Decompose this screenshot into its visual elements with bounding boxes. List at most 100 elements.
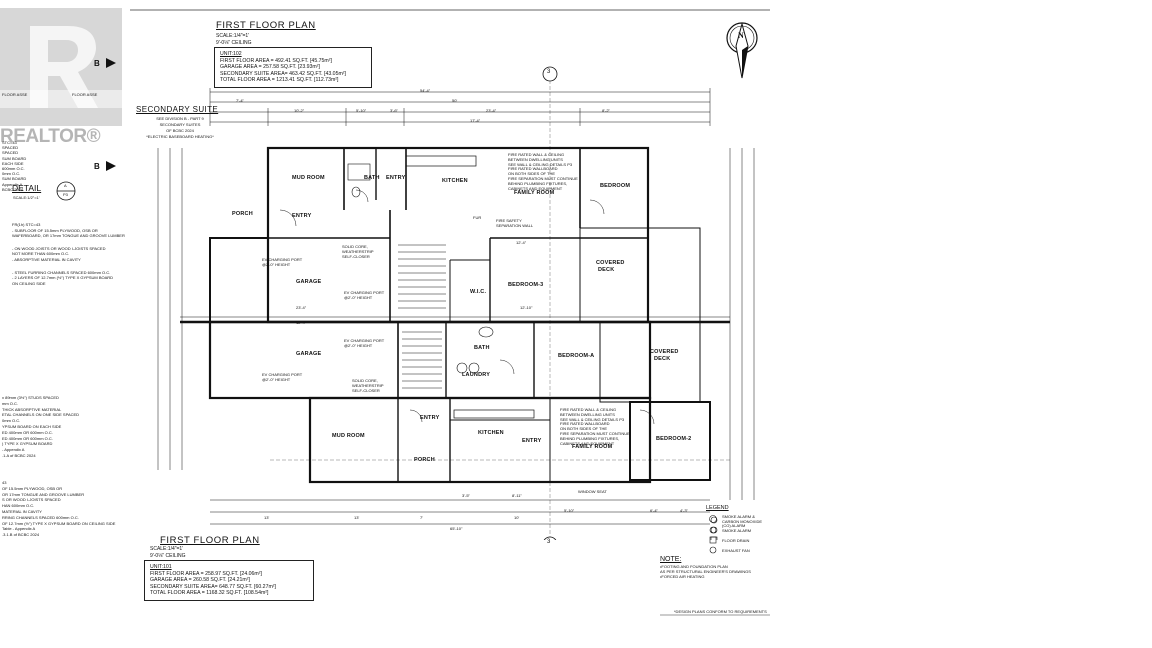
- north-label: N: [738, 31, 744, 40]
- ev-note: EV CHARGING PORT@2'-0" HEIGHT: [344, 290, 385, 300]
- detail-scale: SCALE:1/2"=1': [13, 195, 40, 200]
- room-label: BEDROOM: [600, 183, 631, 189]
- legend-item: FLOOR DRAIN: [722, 538, 750, 543]
- room-label: ENTRY: [292, 213, 312, 219]
- room-label: BATH: [364, 175, 380, 181]
- section-arrow-icon: [106, 161, 116, 171]
- top-plan-title: FIRST FLOOR PLAN: [216, 20, 316, 31]
- room-label: ENTRY: [386, 175, 406, 181]
- dim-label: 10'-2": [294, 108, 305, 113]
- dim-label: 5'-10": [564, 508, 575, 513]
- detail-title: DETAIL: [12, 183, 42, 193]
- room-label: MUD ROOM: [292, 175, 325, 181]
- ev-note: EV CHARGING PORT@2'-0" HEIGHT: [344, 338, 385, 348]
- dim-label: 13': [264, 515, 270, 520]
- top-plan-ceiling: 9'-0⅛" CEILING: [216, 40, 252, 46]
- wall-assembly-notes: FR(1h) STC=43- SUBFLOOR OF 15.5mm PLYWOO…: [12, 222, 125, 286]
- room-label: COVERED: [596, 260, 625, 266]
- dim-label: 12'-4": [516, 240, 527, 245]
- dim-label: 12'-4": [296, 320, 307, 325]
- room-label: MUD ROOM: [332, 433, 365, 439]
- room-label: KITCHEN: [478, 430, 504, 436]
- room-label: BEDROOM-A: [558, 353, 595, 359]
- dim-label: 6'-4": [650, 508, 658, 513]
- detail-ref: A: [64, 183, 67, 188]
- dim-label: 5'-10": [356, 108, 367, 113]
- top-plan-scale: SCALE:1/4"=1': [216, 33, 250, 39]
- realtor-logo-icon: [0, 8, 122, 126]
- realtor-watermark: REALTOR®: [0, 126, 101, 147]
- bottom-area-table: UNIT:101 FIRST FLOOR AREA = 258.97 SQ.FT…: [144, 560, 314, 601]
- floor-label: FLOOR ASSE: [2, 92, 28, 97]
- room-label: ENTRY: [420, 415, 440, 421]
- dim-label: 10': [514, 515, 520, 520]
- floor-label: FLOOR ASSE: [72, 92, 98, 97]
- detail-callout-icon: [56, 181, 76, 201]
- room-label: FAMILY ROOM: [572, 444, 613, 450]
- dim-label: 7': [420, 515, 423, 520]
- room-label: BATH: [474, 345, 490, 351]
- section-arrow-icon: [106, 58, 116, 68]
- dim-label: 23'-4": [296, 305, 307, 310]
- sheet-bottom-border: [660, 614, 770, 616]
- room-label: KITCHEN: [442, 178, 468, 184]
- dim-label: 8'-2": [602, 108, 610, 113]
- secondary-suite-title: SECONDARY SUITE: [136, 105, 219, 114]
- dim-label: 23'-4": [486, 108, 497, 113]
- room-label: DECK: [598, 267, 615, 273]
- note-title: NOTE:: [660, 556, 682, 563]
- legend-item: SMOKE ALARM & CARBON MONOXIDE (CO) ALARM: [722, 514, 763, 529]
- dim-label: 7'-4": [236, 98, 244, 103]
- grid-marker: 3: [547, 69, 551, 75]
- grid-marker: 3: [547, 539, 551, 545]
- top-area-table: UNIT:102 FIRST FLOOR AREA = 492.41 SQ.FT…: [214, 47, 372, 88]
- room-label: LAUNDRY: [462, 372, 491, 378]
- legend-item: SMOKE ALARM: [722, 528, 752, 533]
- dim-label: 54'-4": [420, 88, 431, 93]
- room-label: ENTRY: [522, 438, 542, 444]
- room-label: PORCH: [232, 211, 253, 217]
- room-label: W.I.C.: [470, 289, 487, 295]
- dim-label: 4'-3": [680, 508, 688, 513]
- dim-label: 50': [452, 98, 458, 103]
- room-label: GARAGE: [296, 351, 322, 357]
- dim-label: 17'-4": [470, 118, 481, 123]
- detail-sheet: P3: [63, 192, 68, 197]
- room-label: COVERED: [650, 349, 679, 355]
- dim-label: 13': [354, 515, 360, 520]
- dim-label: 12'-10": [520, 305, 533, 310]
- footer-note: *DESIGN PLANS CONFORM TO REQUIREMENTS: [674, 609, 767, 614]
- section-marker: B: [94, 59, 100, 68]
- ev-note: EV CHARGING PORT@2'-0" HEIGHT: [262, 257, 303, 267]
- room-label: BEDROOM-3: [508, 282, 544, 288]
- floor-plan-drawing: [157, 66, 755, 540]
- dim-label: 8'-11": [512, 493, 522, 498]
- room-label: GARAGE: [296, 279, 322, 285]
- section-marker: B: [94, 162, 100, 171]
- dim-label: 65'-10": [450, 526, 463, 531]
- bottom-plan-scale: SCALE:1/4"=1': [150, 546, 184, 552]
- legend-symbols-icon: [709, 515, 717, 554]
- room-label: PORCH: [414, 457, 435, 463]
- room-label: BEDROOM-2: [656, 436, 692, 442]
- window-seat-note: WINDOW SEAT: [578, 489, 607, 494]
- north-arrow-icon: [726, 22, 758, 79]
- room-label: DECK: [654, 356, 671, 362]
- legend-title: LEGEND: [706, 505, 729, 511]
- ev-note: EV CHARGING PORT@2'-0" HEIGHT: [262, 372, 303, 382]
- sheet-top-border: [130, 9, 770, 11]
- dim-label: 3'-5": [462, 493, 470, 498]
- dim-label: 3'-6": [390, 108, 398, 113]
- bottom-plan-ceiling: 9'-0⅛" CEILING: [150, 553, 186, 559]
